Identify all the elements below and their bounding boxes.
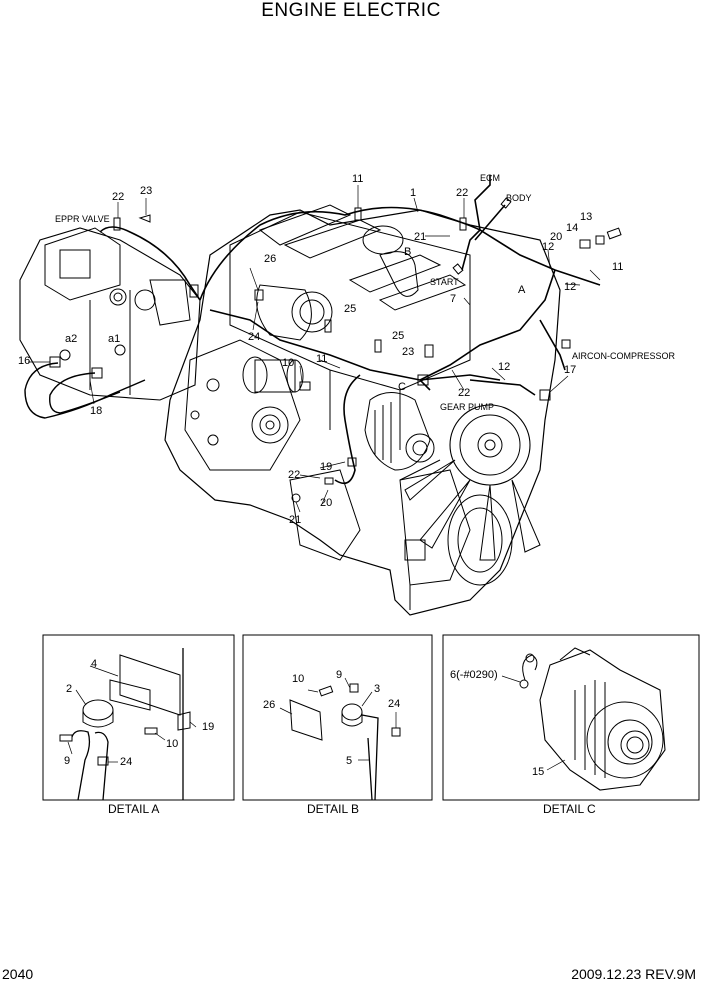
callout-20: 20 (550, 231, 562, 243)
callout-22: 22 (288, 469, 300, 481)
callout-12: 12 (542, 241, 554, 253)
label-eppr-valve: EPPR VALVE (55, 214, 110, 224)
label-a: A (518, 284, 526, 296)
label-b: B (404, 246, 411, 258)
detail-a-drawing (59, 648, 197, 801)
diagram-labels: EPPR VALVE ECM BODY START AIRCON-COMPRES… (18, 173, 676, 816)
callout-24: 24 (248, 331, 260, 343)
detail-a-part-9: 9 (64, 755, 70, 767)
callout-1: 1 (410, 187, 416, 199)
callout-13: 13 (580, 211, 592, 223)
label-aircon-compressor: AIRCON-COMPRESSOR (572, 351, 676, 361)
label-gear-pump: GEAR PUMP (440, 402, 494, 412)
detail-b-part-5: 5 (346, 755, 352, 767)
label-c: C (398, 381, 406, 393)
starter-motor (242, 356, 304, 444)
detail-b-part-10: 10 (292, 673, 304, 685)
callout-11: 11 (316, 353, 327, 365)
detail-a-frame (42, 634, 235, 801)
engine-block (164, 204, 561, 616)
pressure-sensor-cable (24, 356, 146, 419)
hydraulic-pump (19, 227, 201, 401)
callout-23: 23 (402, 346, 414, 358)
detail-a-part-19: 19 (202, 721, 214, 733)
detail-b-part-24: 24 (388, 698, 400, 710)
detail-c-drawing (501, 647, 666, 791)
detail-c-frame (442, 634, 700, 801)
detail-b-caption: DETAIL B (307, 802, 359, 816)
detail-c-part-15: 15 (532, 766, 544, 778)
callout-25: 25 (392, 330, 404, 342)
callout-14: 14 (566, 222, 578, 234)
callout-18: 18 (90, 405, 102, 417)
callout-21: 21 (289, 514, 301, 526)
callout-12: 12 (564, 281, 576, 293)
detail-a-part-10: 10 (166, 738, 178, 750)
callout-26: 26 (264, 253, 276, 265)
callout-23: 23 (140, 185, 152, 197)
label-a2: a2 (65, 333, 77, 345)
label-part-6: 6(-#0290) (450, 669, 498, 681)
detail-a-part-24: 24 (120, 756, 132, 768)
callout-16: 16 (18, 355, 30, 367)
callout-17: 17 (564, 364, 576, 376)
wiring-harness (99, 175, 601, 485)
detail-b-part-26: 26 (263, 699, 275, 711)
callout-12: 12 (498, 361, 510, 373)
page-number: 2040 (2, 966, 34, 982)
label-start: START (430, 277, 459, 287)
callout-11: 11 (612, 261, 623, 273)
callout-7: 7 (450, 293, 456, 305)
callout-22: 22 (458, 387, 470, 399)
detail-b-part-3: 3 (374, 683, 380, 695)
detail-b-drawing (279, 677, 401, 801)
cooling-fan (404, 404, 541, 586)
callout-22: 22 (456, 187, 468, 199)
detail-b-part-9: 9 (336, 669, 342, 681)
label-a1: a1 (108, 333, 120, 345)
callout-19: 19 (320, 461, 332, 473)
callout-10: 10 (282, 357, 294, 369)
callout-22: 22 (112, 191, 124, 203)
detail-a-part-2: 2 (66, 683, 72, 695)
callout-21: 21 (414, 231, 426, 243)
callout-11: 11 (352, 173, 363, 185)
callout-25: 25 (344, 303, 356, 315)
detail-a-caption: DETAIL A (108, 802, 159, 816)
revision-stamp: 2009.12.23 REV.9M (571, 966, 696, 982)
callout-leaders (28, 185, 601, 513)
callout-20: 20 (320, 497, 332, 509)
alternator-mounted (364, 392, 435, 471)
label-body: BODY (506, 193, 532, 203)
diagram-title: ENGINE ELECTRIC (261, 0, 441, 21)
connectors (113, 197, 622, 503)
label-ecm: ECM (480, 173, 500, 183)
detail-c-caption: DETAIL C (543, 802, 596, 816)
detail-a-part-4: 4 (91, 658, 97, 670)
detail-b-frame (242, 634, 433, 801)
